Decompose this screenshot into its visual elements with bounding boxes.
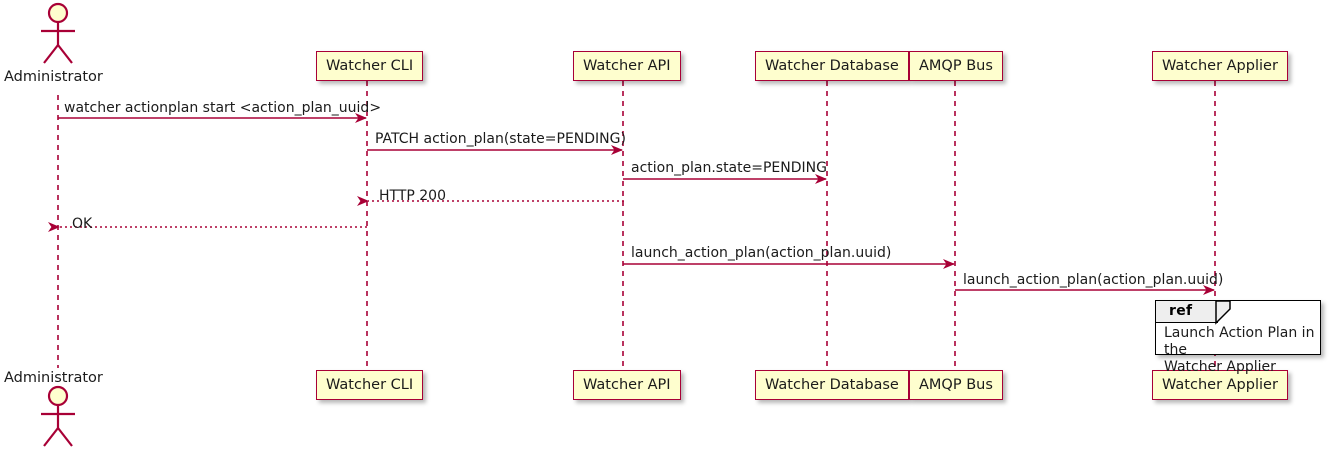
ref-tab-corner-icon: [1215, 300, 1231, 325]
actor-head-icon: [47, 2, 69, 24]
participant-box-watcher-api-bottom[interactable]: Watcher API: [573, 370, 681, 400]
participant-box-watcher-applier-bottom[interactable]: Watcher Applier: [1152, 370, 1288, 400]
participant-label: Watcher API: [583, 58, 671, 74]
participant-box-amqp-bus-bottom[interactable]: AMQP Bus: [909, 370, 1003, 400]
ref-fragment[interactable]: ref Launch Action Plan in the Watcher Ap…: [1155, 300, 1321, 375]
participant-box-watcher-cli-bottom[interactable]: Watcher CLI: [316, 370, 424, 400]
message-label-5: OK: [72, 216, 93, 232]
message-label-2: PATCH action_plan(state=PENDING): [375, 131, 626, 147]
participant-box-watcher-database-top[interactable]: Watcher Database: [755, 51, 909, 81]
participant-box-watcher-applier-top[interactable]: Watcher Applier: [1152, 51, 1288, 81]
participant-box-watcher-cli-top[interactable]: Watcher CLI: [316, 51, 424, 81]
actor-administrator-top: [41, 2, 75, 64]
message-label-4: HTTP 200: [379, 188, 446, 204]
ref-fragment-keyword: ref: [1169, 303, 1193, 319]
actor-leg-left: [43, 44, 59, 64]
participant-label: Watcher Database: [765, 58, 899, 74]
participant-box-watcher-database-bottom[interactable]: Watcher Database: [755, 370, 909, 400]
participant-label: Watcher CLI: [326, 58, 414, 74]
actor-label-administrator-top: Administrator: [4, 69, 103, 85]
message-label-1: watcher actionplan start <action_plan_uu…: [64, 100, 382, 116]
actor-leg-right: [57, 427, 73, 447]
participant-label: Watcher API: [583, 377, 671, 393]
actor-label-administrator-bottom: Administrator: [4, 370, 103, 386]
ref-fragment-text-line-1: Launch Action Plan in the: [1164, 325, 1315, 358]
actor-head-icon: [47, 385, 69, 407]
message-label-7: launch_action_plan(action_plan.uuid): [963, 272, 1224, 288]
message-label-6: launch_action_plan(action_plan.uuid): [631, 245, 892, 261]
participant-label: Watcher CLI: [326, 377, 414, 393]
actor-leg-left: [43, 427, 59, 447]
participant-box-amqp-bus-top[interactable]: AMQP Bus: [909, 51, 1003, 81]
participant-label: Watcher Applier: [1162, 377, 1278, 393]
actor-administrator-bottom: [41, 385, 75, 447]
message-arrows: [48, 113, 1215, 295]
lifelines: [57, 81, 1216, 370]
participant-label: Watcher Database: [765, 377, 899, 393]
ref-fragment-text-line-2: Watcher Applier: [1164, 359, 1276, 375]
participant-label: AMQP Bus: [919, 58, 993, 74]
participant-label: Watcher Applier: [1162, 58, 1278, 74]
message-label-3: action_plan.state=PENDING: [631, 160, 827, 176]
participant-label: AMQP Bus: [919, 377, 993, 393]
actor-leg-right: [57, 44, 73, 64]
participant-box-watcher-api-top[interactable]: Watcher API: [573, 51, 681, 81]
ref-fragment-text: Launch Action Plan in the Watcher Applie…: [1164, 325, 1324, 376]
